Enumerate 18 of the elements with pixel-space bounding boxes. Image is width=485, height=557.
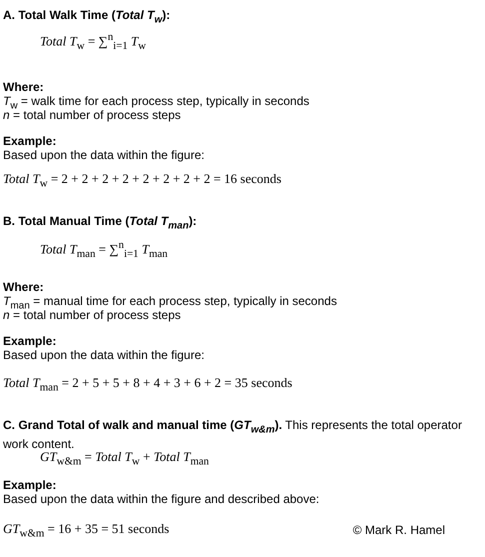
body-text: Based upon the data within the figure: [3,148,204,162]
copyright-text: © Mark R. Hamel [352,523,445,537]
subheading: Where: [3,80,44,94]
formula: Total T$_{w}$ = ∑$^{n}$$_{i=1}$ T$_{w}$ [40,30,146,53]
heading: B. Total Manual Time (Total T$_{man}$): [3,214,197,234]
subheading: Example: [3,334,56,348]
heading: A. Total Walk Time (Total T$_{w}$): [3,8,170,28]
formula: GT$_{w&m}$ = Total T$_{w}$ + Total T$_{man}$ [40,450,209,469]
formula: Total T$_{man}$ = ∑$^{n}$$_{i=1}$ T$_{man}$ [40,238,168,261]
heading-paragraph: C. Grand Total of walk and manual time (GT$_{w&m}$). This represents the total operator work content. [3,418,463,452]
subheading: Example: [3,134,56,148]
subheading: Where: [3,280,44,294]
body-text: Based upon the data within the figure and described above: [3,492,320,506]
formula: Total T$_{w}$ = 2 + 2 + 2 + 2 + 2 + 2 + 2 + 2 = 16 seconds [3,172,282,191]
formula: Total T$_{man}$ = 2 + 5 + 5 + 8 + 4 + 3 + 6 + 2 = 35 seconds [3,376,292,395]
formula: GT$_{w&m}$ = 16 + 35 = 51 seconds [3,522,170,541]
subheading: Example: [3,478,56,492]
body-text: Based upon the data within the figure: [3,348,204,362]
